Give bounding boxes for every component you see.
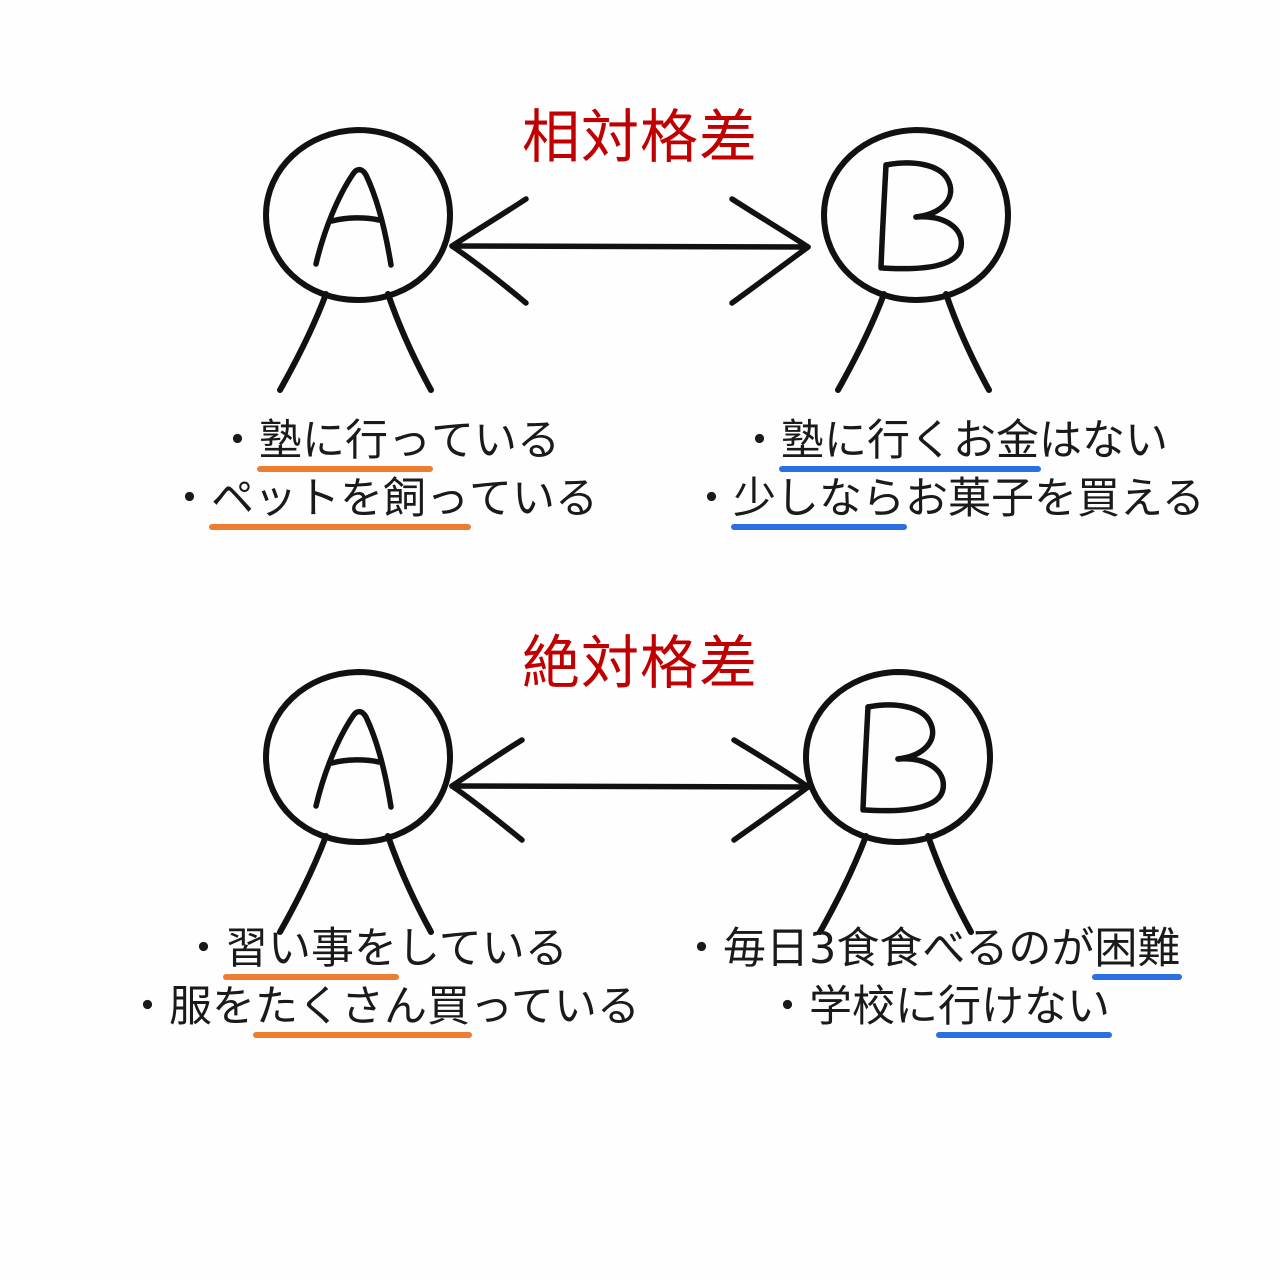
text-block-a-relative: ・塾に行っている ・ペットを飼っている — [168, 412, 598, 530]
text-block-b-absolute: ・毎日3食食べるのが困難 ・学校に行けない — [680, 920, 1183, 1038]
bullet: ・ — [168, 474, 211, 524]
phrase-rest: ている — [431, 416, 560, 466]
phrase-rest: っている — [470, 982, 640, 1032]
phrase-rest: している — [397, 924, 568, 974]
bullet: ・ — [216, 416, 259, 466]
arrow-relative — [440, 195, 820, 315]
list-item: ・少しならお菓子を買える — [690, 470, 1205, 530]
section-absolute-disparity: 絶対格差 — [0, 600, 1280, 1160]
phrase-rest: お菓子を買える — [905, 474, 1205, 524]
figure-b-relative — [808, 118, 1028, 408]
section-title-absolute: 絶対格差 — [521, 629, 758, 697]
underlined-phrase: 塾に行っ — [257, 412, 433, 472]
list-item: ・服をたくさん買っている — [126, 978, 640, 1038]
figure-b-absolute — [790, 660, 1010, 950]
bullet: ・ — [738, 416, 781, 466]
list-item: ・塾に行くお金はない — [690, 412, 1205, 472]
phrase-rest: はない — [1039, 416, 1168, 466]
section-title-relative: 相対格差 — [521, 103, 758, 171]
underlined-phrase: 行けない — [936, 978, 1112, 1038]
list-item: ・習い事をしている — [126, 920, 640, 980]
bullet: ・ — [690, 474, 733, 524]
underlined-phrase: 塾に行くお金 — [779, 412, 1041, 472]
list-item: ・ペットを飼っている — [168, 470, 598, 530]
list-item: ・毎日3食食べるのが困難 — [680, 920, 1183, 980]
bullet: ・ — [182, 924, 225, 974]
list-item: ・塾に行っている — [168, 412, 598, 472]
figure-a-absolute — [248, 660, 468, 950]
bullet: ・服を — [126, 982, 255, 1032]
bullet: ・学校に — [766, 982, 938, 1032]
text-block-a-absolute: ・習い事をしている ・服をたくさん買っている — [126, 920, 640, 1038]
underlined-phrase: たくさん買 — [253, 978, 472, 1038]
underlined-phrase: ペットを飼っ — [209, 470, 471, 530]
bullet: ・毎日3食食べるのが — [680, 924, 1095, 974]
phrase-rest: ている — [469, 474, 598, 524]
underlined-phrase: 困難 — [1092, 920, 1183, 980]
arrow-absolute — [440, 730, 820, 850]
underlined-phrase: 少しなら — [731, 470, 907, 530]
text-block-b-relative: ・塾に行くお金はない ・少しならお菓子を買える — [690, 412, 1205, 530]
section-relative-disparity: 相対格差 — [0, 0, 1280, 600]
figure-a-relative — [248, 118, 468, 408]
list-item: ・学校に行けない — [680, 978, 1180, 1038]
underlined-phrase: 習い事を — [223, 920, 399, 980]
